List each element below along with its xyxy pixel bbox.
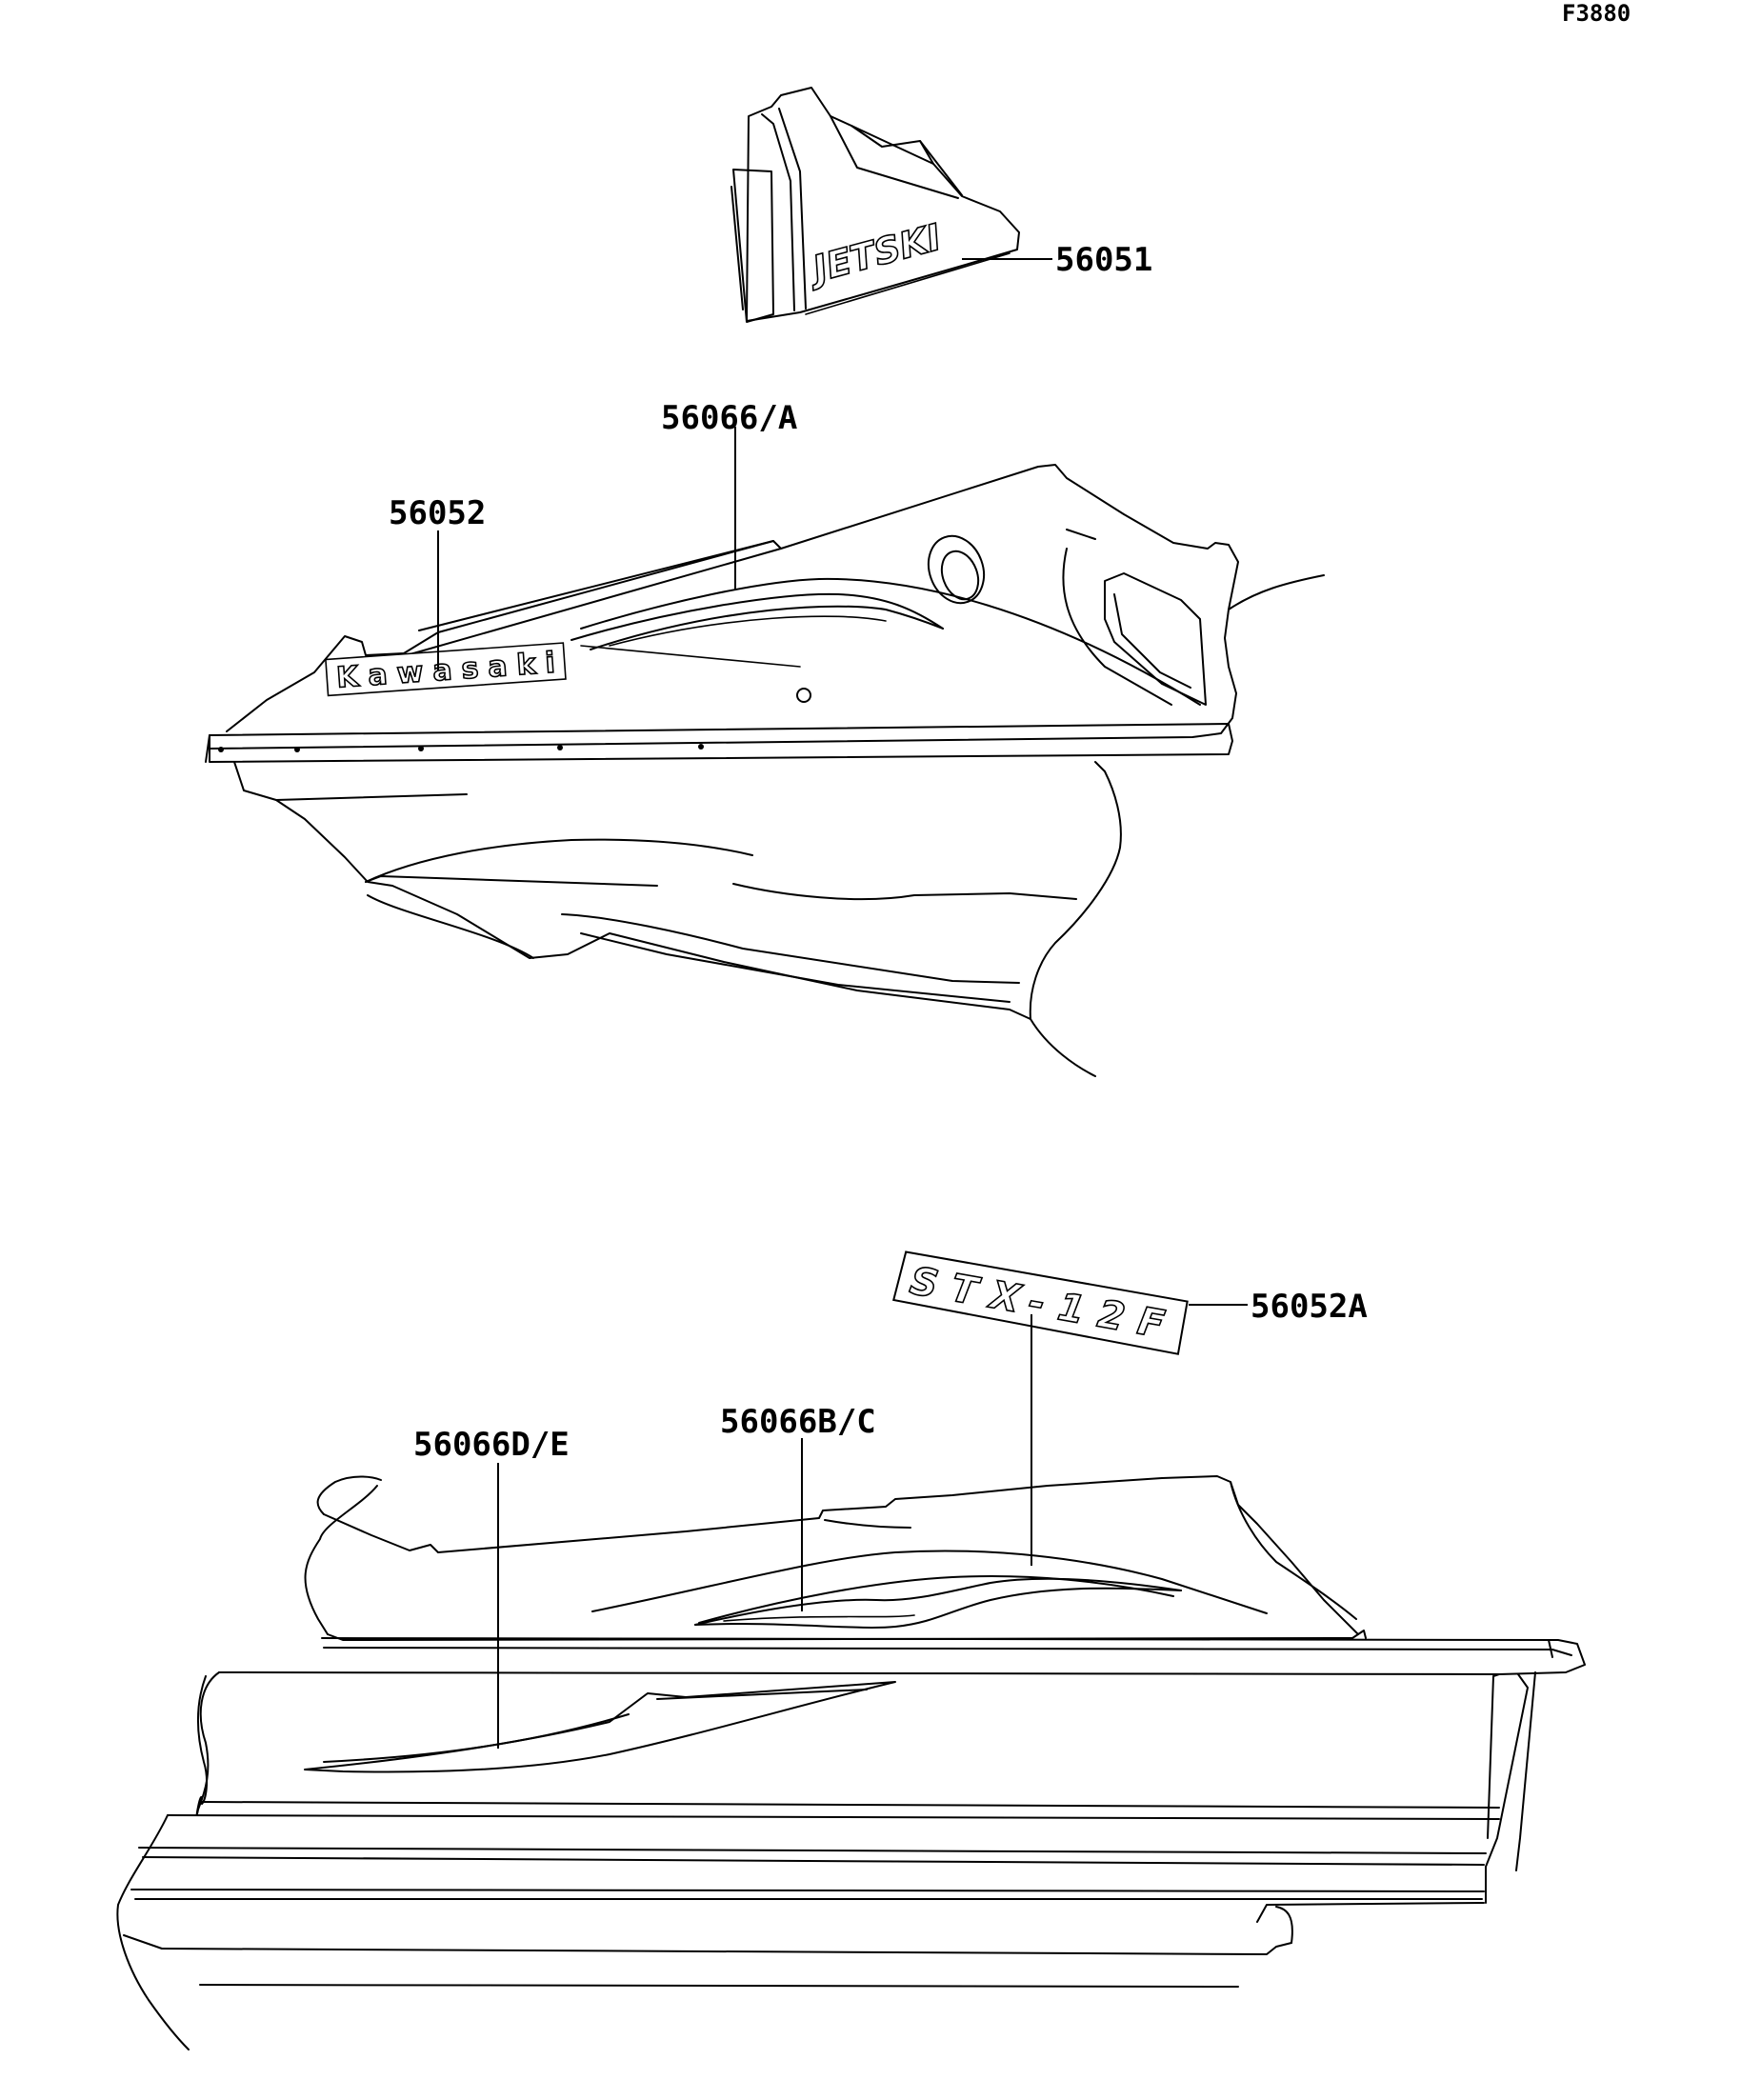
hull-side-illustration: [205, 464, 1325, 1077]
callout-56052: 56052: [389, 494, 486, 532]
hull-front-illustration: [116, 1475, 1586, 2050]
jetski-decal-text: JETSKI: [802, 216, 945, 292]
callout-56051: 56051: [1055, 241, 1152, 279]
figure-id: F3880: [1562, 0, 1631, 27]
stx-decal: STX-12F: [892, 1250, 1189, 1355]
callout-56066de: 56066D/E: [413, 1426, 570, 1464]
jetski-decal: JETSKI: [801, 215, 946, 292]
kawasaki-decal: Kawasaki: [325, 642, 567, 697]
callout-56066a: 56066/A: [661, 399, 797, 437]
callout-56052a: 56052A: [1251, 1288, 1368, 1326]
seat-pad-illustration: [730, 87, 1020, 323]
callout-56066bc: 56066B/C: [720, 1403, 876, 1441]
